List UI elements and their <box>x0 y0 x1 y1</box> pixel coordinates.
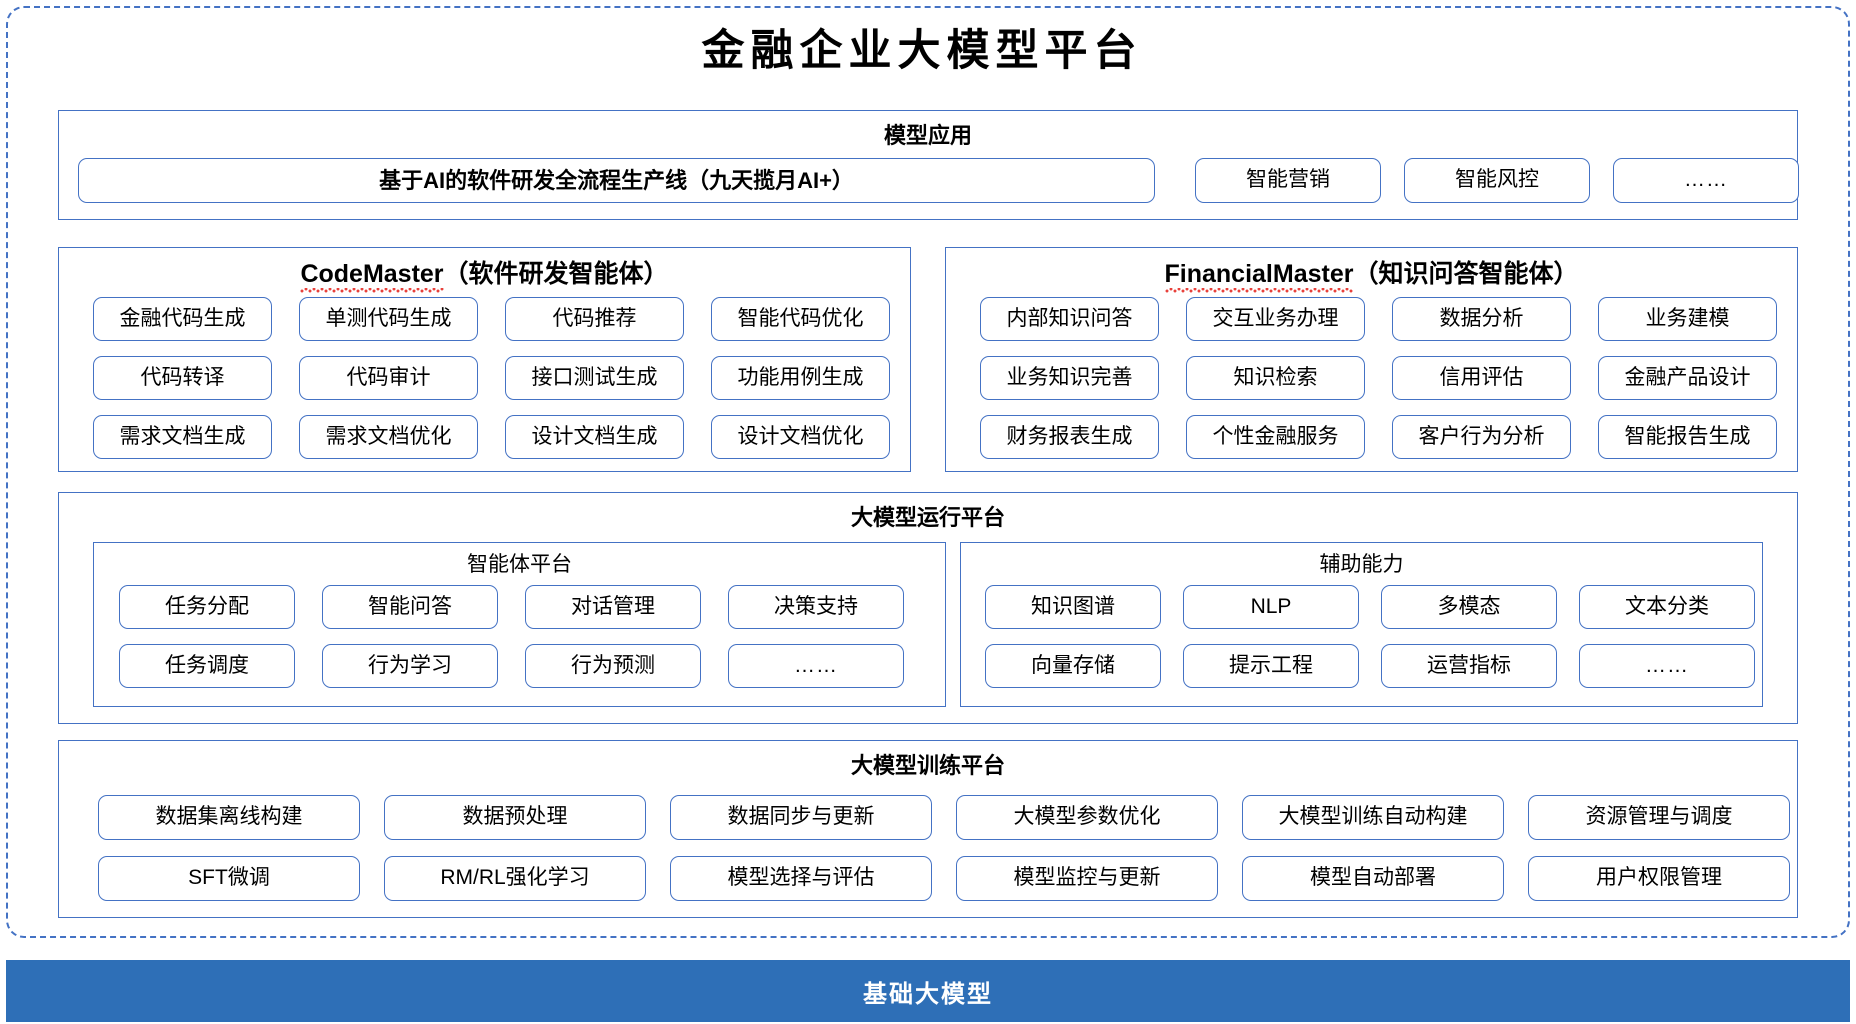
auxiliary-item-0[interactable]: 知识图谱 <box>985 585 1161 629</box>
financial-master-item-5[interactable]: 知识检索 <box>1186 356 1365 400</box>
training-item-7[interactable]: RM/RL强化学习 <box>384 856 646 901</box>
app-chip-smart-risk-control[interactable]: 智能风控 <box>1404 158 1590 203</box>
section-title-financial-master: FinancialMaster（知识问答智能体） <box>946 262 1797 293</box>
code-master-item-5[interactable]: 代码审计 <box>299 356 478 400</box>
financial-master-item-2[interactable]: 数据分析 <box>1392 297 1571 341</box>
code-master-name: CodeMaster <box>300 262 444 293</box>
base-model-label: 基础大模型 <box>863 980 993 1008</box>
base-model-bar: 基础大模型 <box>6 960 1850 1022</box>
code-master-suffix: （软件研发智能体） <box>443 260 669 288</box>
training-item-2[interactable]: 数据同步与更新 <box>670 795 932 840</box>
code-master-item-8[interactable]: 需求文档生成 <box>93 415 272 459</box>
agent-platform-item-2[interactable]: 对话管理 <box>525 585 701 629</box>
auxiliary-item-5[interactable]: 提示工程 <box>1183 644 1359 688</box>
training-item-6[interactable]: SFT微调 <box>98 856 360 901</box>
auxiliary-item-1[interactable]: NLP <box>1183 585 1359 629</box>
financial-master-item-4[interactable]: 业务知识完善 <box>980 356 1159 400</box>
agent-platform-item-3[interactable]: 决策支持 <box>728 585 904 629</box>
section-title-code-master: CodeMaster（软件研发智能体） <box>59 262 910 293</box>
financial-master-item-0[interactable]: 内部知识问答 <box>980 297 1159 341</box>
financial-master-item-11[interactable]: 智能报告生成 <box>1598 415 1777 459</box>
code-master-item-7[interactable]: 功能用例生成 <box>711 356 890 400</box>
code-master-item-2[interactable]: 代码推荐 <box>505 297 684 341</box>
financial-master-item-7[interactable]: 金融产品设计 <box>1598 356 1777 400</box>
agent-platform-item-6[interactable]: 行为预测 <box>525 644 701 688</box>
app-chip-ai-pipeline[interactable]: 基于AI的软件研发全流程生产线（九天揽月AI+） <box>78 158 1155 203</box>
app-chip-smart-marketing[interactable]: 智能营销 <box>1195 158 1381 203</box>
auxiliary-item-7[interactable]: …… <box>1579 644 1755 688</box>
training-item-9[interactable]: 模型监控与更新 <box>956 856 1218 901</box>
code-master-item-3[interactable]: 智能代码优化 <box>711 297 890 341</box>
agent-platform-item-7[interactable]: …… <box>728 644 904 688</box>
agent-platform-item-4[interactable]: 任务调度 <box>119 644 295 688</box>
auxiliary-item-3[interactable]: 文本分类 <box>1579 585 1755 629</box>
training-item-5[interactable]: 资源管理与调度 <box>1528 795 1790 840</box>
code-master-item-6[interactable]: 接口测试生成 <box>505 356 684 400</box>
page-title: 金融企业大模型平台 <box>701 26 1143 76</box>
section-title-model-application: 模型应用 <box>883 123 972 148</box>
financial-master-item-6[interactable]: 信用评估 <box>1392 356 1571 400</box>
training-item-10[interactable]: 模型自动部署 <box>1242 856 1504 901</box>
agent-platform-item-5[interactable]: 行为学习 <box>322 644 498 688</box>
code-master-item-0[interactable]: 金融代码生成 <box>93 297 272 341</box>
training-item-3[interactable]: 大模型参数优化 <box>956 795 1218 840</box>
auxiliary-item-4[interactable]: 向量存储 <box>985 644 1161 688</box>
code-master-item-9[interactable]: 需求文档优化 <box>299 415 478 459</box>
app-chip-more[interactable]: …… <box>1613 158 1799 203</box>
training-item-11[interactable]: 用户权限管理 <box>1528 856 1790 901</box>
financial-master-item-8[interactable]: 财务报表生成 <box>980 415 1159 459</box>
subsection-title-agent-platform: 智能体平台 <box>467 553 572 576</box>
training-item-4[interactable]: 大模型训练自动构建 <box>1242 795 1504 840</box>
financial-master-item-3[interactable]: 业务建模 <box>1598 297 1777 341</box>
financial-master-item-10[interactable]: 客户行为分析 <box>1392 415 1571 459</box>
financial-master-item-1[interactable]: 交互业务办理 <box>1186 297 1365 341</box>
financial-master-item-9[interactable]: 个性金融服务 <box>1186 415 1365 459</box>
code-master-item-1[interactable]: 单测代码生成 <box>299 297 478 341</box>
financial-master-suffix: （知识问答智能体） <box>1353 260 1579 288</box>
training-item-8[interactable]: 模型选择与评估 <box>670 856 932 901</box>
auxiliary-item-2[interactable]: 多模态 <box>1381 585 1557 629</box>
section-title-training-platform: 大模型训练平台 <box>850 753 1005 778</box>
training-item-1[interactable]: 数据预处理 <box>384 795 646 840</box>
training-item-0[interactable]: 数据集离线构建 <box>98 795 360 840</box>
code-master-item-11[interactable]: 设计文档优化 <box>711 415 890 459</box>
code-master-item-4[interactable]: 代码转译 <box>93 356 272 400</box>
agent-platform-item-1[interactable]: 智能问答 <box>322 585 498 629</box>
code-master-item-10[interactable]: 设计文档生成 <box>505 415 684 459</box>
financial-master-name: FinancialMaster <box>1164 262 1354 293</box>
auxiliary-item-6[interactable]: 运营指标 <box>1381 644 1557 688</box>
section-title-runtime-platform: 大模型运行平台 <box>850 505 1005 530</box>
agent-platform-item-0[interactable]: 任务分配 <box>119 585 295 629</box>
subsection-title-auxiliary-capability: 辅助能力 <box>1319 553 1404 576</box>
